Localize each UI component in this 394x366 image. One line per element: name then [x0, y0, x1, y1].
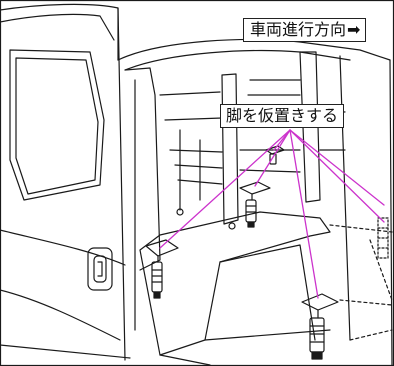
door-handle-icon	[87, 247, 113, 291]
van-side-panel	[0, 3, 131, 361]
center-pillar	[124, 51, 321, 271]
leg-placement-label: 脚を仮置きする	[220, 104, 345, 128]
vehicle-direction-text: 車両進行方向	[250, 20, 347, 39]
right-arrow-icon: ➡	[347, 20, 361, 39]
leg-stand-front-left	[145, 239, 179, 299]
rear-outline-dashed	[329, 224, 393, 341]
interior-rear	[159, 79, 346, 230]
sliding-door-opening	[117, 38, 393, 366]
leg-stand-mid	[239, 181, 271, 228]
vehicle-direction-label: 車両進行方向➡	[243, 18, 367, 42]
leg-stand-rear-right	[377, 217, 389, 259]
leg-stand-top	[265, 145, 285, 165]
pointer-lines	[159, 129, 385, 299]
leg-stand-front-right	[301, 293, 339, 360]
leg-placement-text: 脚を仮置きする	[226, 106, 339, 125]
floor-board	[139, 211, 331, 366]
